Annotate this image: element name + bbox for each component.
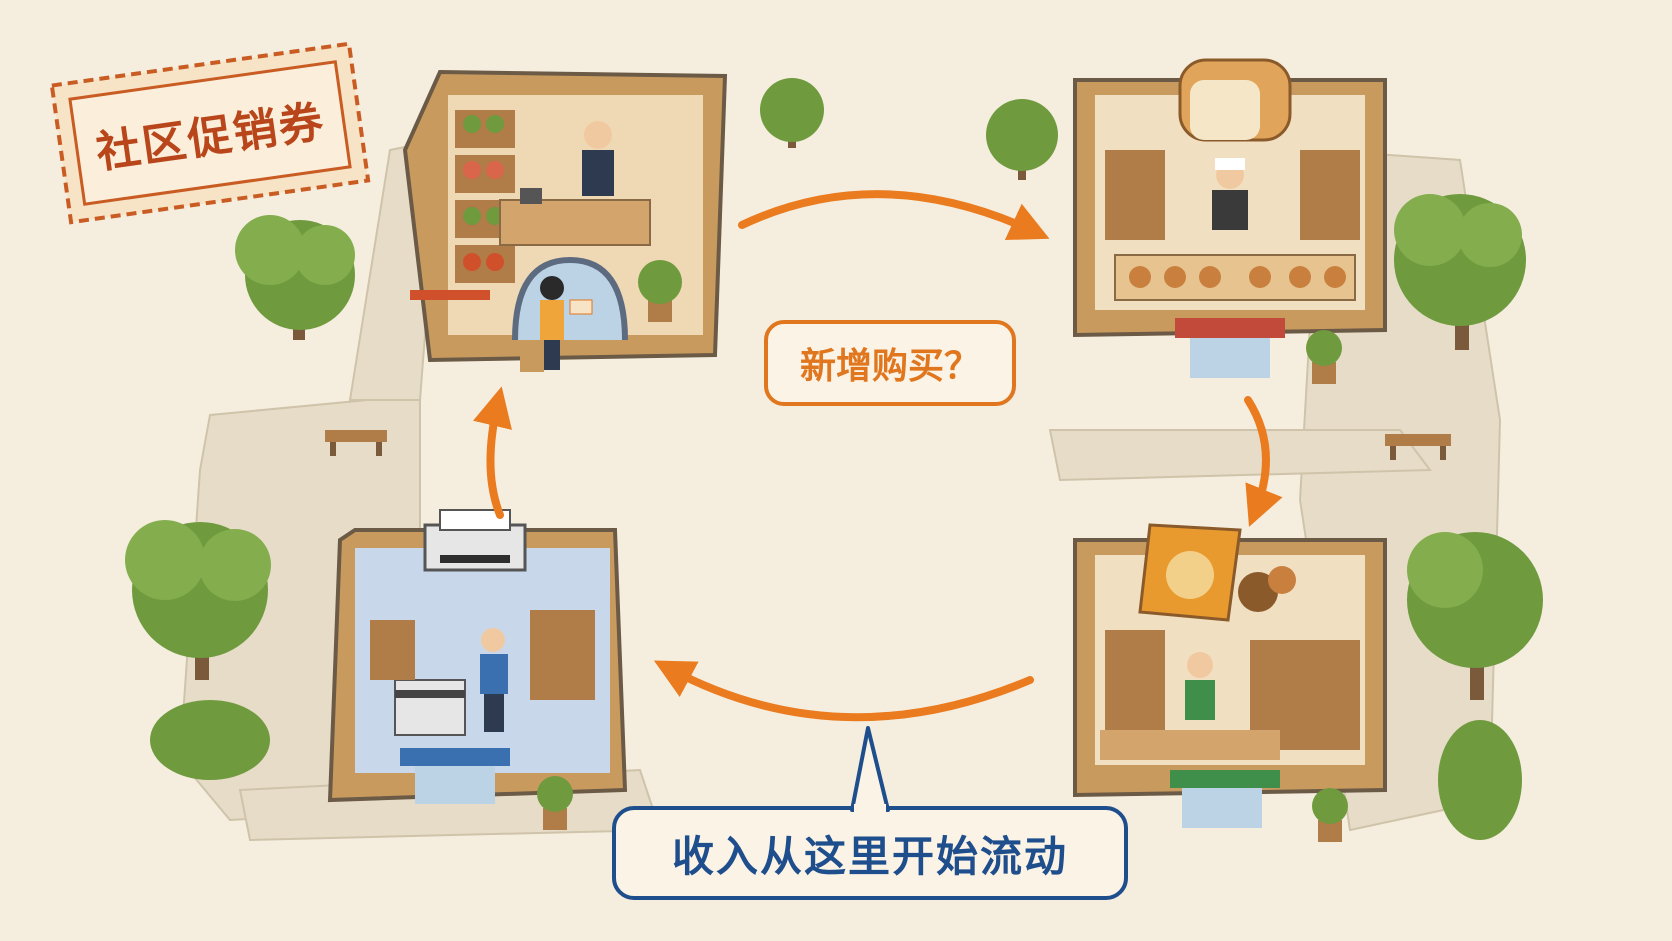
promo-coupon [49, 41, 371, 225]
print-shop-clerk [480, 628, 508, 732]
bread-loaf-sign [1178, 58, 1292, 142]
snack-shop-door [1182, 788, 1262, 828]
flow-arrows [473, 190, 1283, 722]
tree-right-top [1394, 194, 1526, 350]
shopkeeper [582, 121, 614, 196]
potted-plant [1306, 330, 1342, 384]
awning [410, 290, 490, 300]
bakery-door [1190, 338, 1270, 378]
tree-left-top [235, 215, 355, 340]
tree-top-small-b [986, 99, 1058, 180]
start-callout [612, 726, 1128, 900]
awning [1170, 770, 1280, 788]
snack-shelves [1100, 630, 1360, 760]
arrow-snack-to-print [653, 660, 1034, 722]
print-shop-door [415, 766, 495, 804]
print-shop [327, 509, 628, 830]
bench-left [325, 430, 387, 456]
printer-sign [423, 509, 527, 572]
arrow-bakery-to-snack [1244, 396, 1283, 527]
baker [1212, 158, 1248, 230]
awning [400, 748, 510, 766]
bread-shelves [1105, 150, 1360, 301]
potted-plant [537, 776, 573, 830]
bench-right [1385, 434, 1451, 460]
bakery-shop [1073, 58, 1387, 384]
tree-top-small-a [760, 78, 824, 148]
shopper [520, 276, 593, 372]
arrow-print-to-grocery [473, 386, 512, 519]
question-bubble [764, 320, 1016, 406]
cashier [1185, 652, 1215, 720]
arrow-grocery-to-bakery [738, 190, 1050, 241]
potted-plant [1312, 788, 1348, 842]
cash-register [520, 188, 542, 204]
start-label: 收入从这里开始流动 [671, 831, 1068, 881]
question-label: 新增购买？ [799, 346, 980, 387]
checkout-counter [499, 199, 651, 246]
shopping-basket [520, 352, 544, 372]
tree-left-bottom [125, 520, 271, 780]
tree-right-bottom [1407, 532, 1543, 840]
snack-sign [1138, 523, 1296, 622]
coupon-in-hand [569, 299, 593, 315]
snack-shop [1073, 523, 1387, 842]
potted-plant [638, 260, 682, 322]
awning [1175, 318, 1285, 338]
paper-shelves [370, 610, 595, 700]
grocery-shop [402, 69, 728, 372]
copier [394, 679, 466, 736]
